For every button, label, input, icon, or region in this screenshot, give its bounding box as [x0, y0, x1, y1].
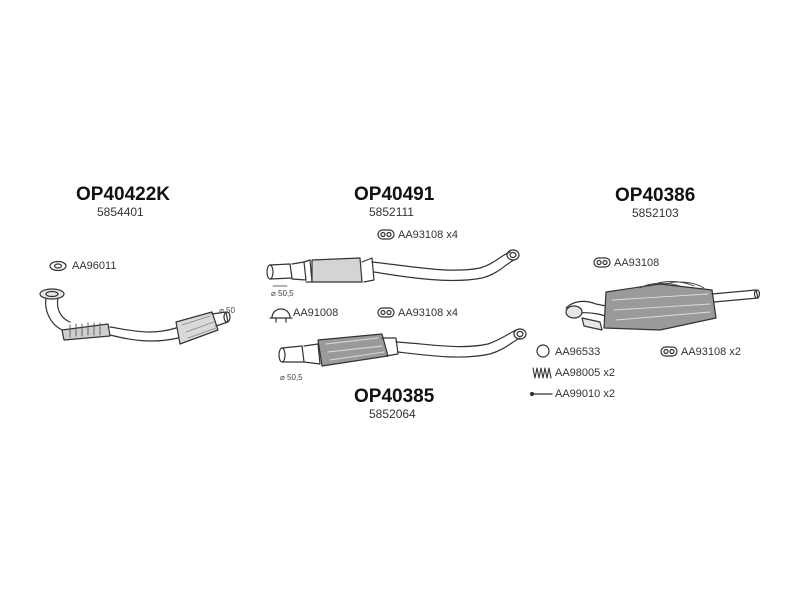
- group-code-op40386: OP40386: [615, 185, 696, 206]
- middle-silencer-top-drawing: [266, 249, 520, 287]
- part-label-gasket: AA96011: [72, 260, 117, 272]
- part-label-hanger-rear-top: AA93108: [614, 257, 660, 269]
- part-label-hanger-mid-bottom: AA93108 x4: [398, 307, 458, 319]
- front-pipe-catalyst-drawing: [39, 260, 231, 345]
- hanger-icon: [377, 307, 395, 318]
- ring-icon: [536, 344, 550, 358]
- part-label-bolt: AA99010 x2: [555, 388, 615, 400]
- hanger-icon: [377, 229, 395, 240]
- dimension-cat-outlet: ⌀ 50: [219, 306, 235, 315]
- hanger-icon: [593, 257, 611, 268]
- spring-icon: [532, 367, 552, 379]
- group-number-op40491: 5852111: [369, 205, 414, 219]
- clamp-icon: [269, 308, 293, 323]
- rear-silencer-drawing: [565, 281, 761, 331]
- gasket-icon: [49, 260, 67, 272]
- group-code-op40385: OP40385: [354, 386, 435, 407]
- bolt-icon: [529, 391, 553, 397]
- part-label-hanger-mid-top: AA93108 x4: [398, 229, 458, 241]
- part-label-ring: AA96533: [555, 346, 601, 358]
- part-label-clamp: AA91008: [293, 307, 339, 319]
- group-number-op40422k: 5854401: [97, 205, 144, 219]
- part-label-hanger-rear-side: AA93108 x2: [681, 346, 741, 358]
- group-code-op40491: OP40491: [354, 184, 435, 205]
- group-number-op40386: 5852103: [632, 206, 679, 220]
- dimension-mid-bottom-inlet: ⌀ 50,5: [280, 373, 303, 382]
- group-code-op40422k: OP40422K: [76, 184, 171, 205]
- hanger-icon: [660, 346, 678, 357]
- part-label-spring: AA98005 x2: [555, 367, 615, 379]
- group-number-op40385: 5852064: [369, 407, 416, 421]
- dimension-mid-top-inlet: ⌀ 50,5: [271, 289, 294, 298]
- middle-silencer-bottom-drawing: [278, 328, 527, 367]
